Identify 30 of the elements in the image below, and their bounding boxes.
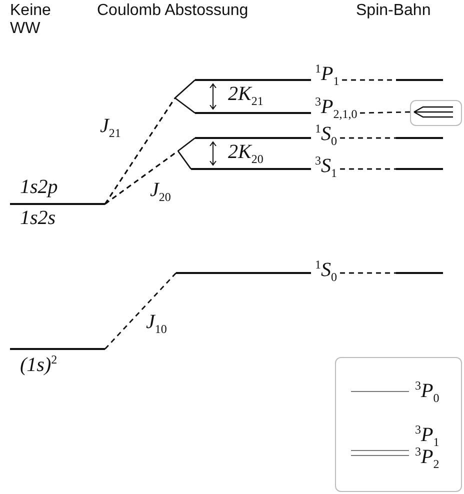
level-line	[396, 137, 443, 139]
dashed-connector	[104, 272, 177, 350]
level-label: $^{3}$P$_{2}$	[415, 447, 440, 467]
dashed-connector	[340, 168, 396, 170]
level-label: $^{3}$P$_{0}$	[415, 381, 440, 401]
dashed-connector	[360, 111, 410, 114]
level-label: 1s2p	[20, 177, 58, 197]
level-line	[396, 272, 443, 274]
level-label: $^{3}$S$_{1}$	[315, 156, 337, 176]
connector-line	[104, 150, 192, 205]
level-label: $^{1}$S$_{0}$	[315, 124, 337, 144]
level-label: (1s)$^{2}$	[20, 355, 58, 375]
level-line	[396, 168, 443, 170]
dashed-connector	[340, 272, 396, 274]
edge-label: J$_{21}$	[100, 116, 121, 136]
column-heading: Keine WW	[10, 2, 52, 38]
level-line	[396, 79, 443, 81]
edge-label: J$_{20}$	[150, 180, 171, 200]
zoom-frame	[410, 100, 462, 126]
splitting-label: 2K$_{20}$	[228, 142, 264, 162]
level-label: $^{1}$S$_{0}$	[315, 260, 337, 280]
edge-label: J$_{10}$	[146, 312, 167, 332]
dashed-connector	[340, 137, 396, 139]
level-label: 1s2s	[20, 208, 56, 228]
level-label: $^{1}$P$_{1}$	[315, 64, 340, 84]
splitting-label: 2K$_{21}$	[228, 84, 264, 104]
column-heading: Coulomb Abstossung	[97, 2, 248, 20]
level-label: $^{3}$P$_{1}$	[415, 425, 440, 445]
inset-frame	[335, 357, 462, 492]
column-heading: Spin-Bahn	[356, 2, 431, 20]
